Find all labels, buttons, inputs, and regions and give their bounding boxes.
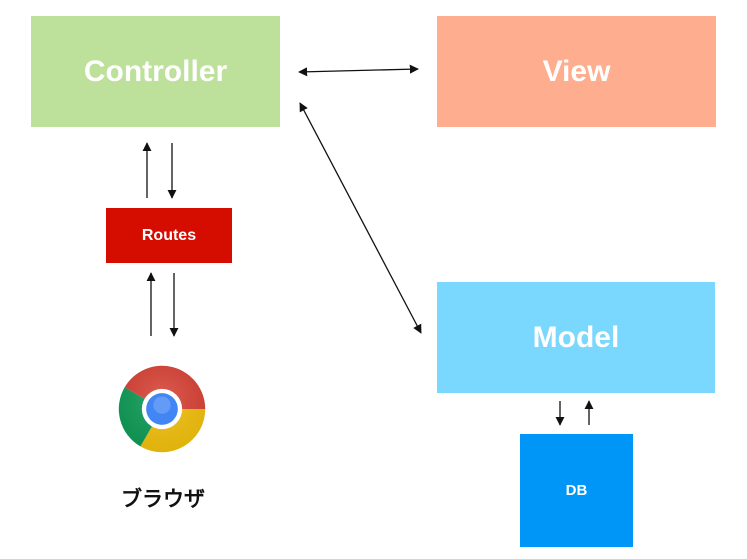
db-label: DB [565, 482, 588, 499]
model-node: Model [437, 282, 715, 393]
arrow-controller-view [298, 64, 419, 77]
routes-label: Routes [141, 226, 197, 244]
arrow-controller-model [299, 102, 422, 334]
view-label: View [542, 54, 611, 88]
model-label: Model [532, 320, 620, 354]
chrome-icon [118, 365, 206, 453]
controller-label: Controller [83, 54, 228, 88]
controller-node: Controller [31, 16, 280, 127]
db-node: DB [520, 434, 633, 547]
browser-label: ブラウザ [121, 487, 205, 511]
routes-node: Routes [106, 208, 232, 263]
view-node: View [437, 16, 716, 127]
